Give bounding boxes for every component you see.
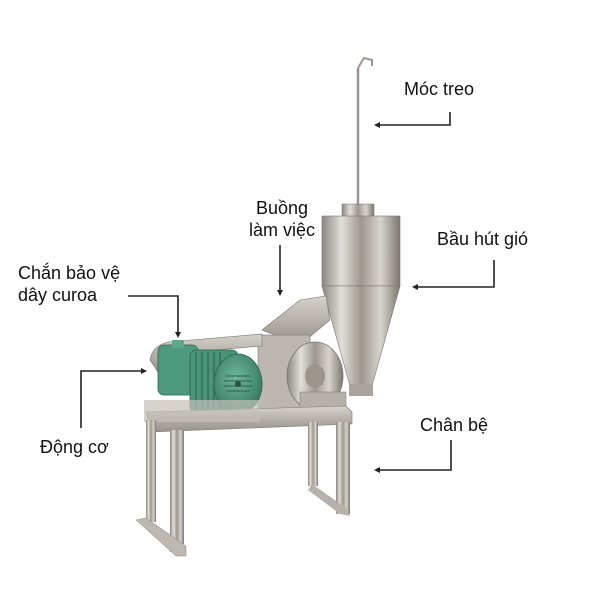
label-working-chamber-line1: Buồng xyxy=(255,198,309,218)
leader-arrowheads xyxy=(141,122,418,473)
cyclone xyxy=(321,203,401,396)
label-working-chamber-line2: làm việc xyxy=(248,220,315,240)
leader-lines xyxy=(80,112,495,471)
label-cyclone: Bầu hút gió xyxy=(437,229,529,249)
label-motor: Động cơ xyxy=(40,437,109,457)
label-hook: Móc treo xyxy=(404,79,475,99)
working-chamber xyxy=(257,295,347,416)
base-stand xyxy=(135,400,353,557)
hook-rod xyxy=(356,56,373,205)
label-base: Chân bệ xyxy=(420,415,489,435)
label-working-chamber: Buồng làm việc xyxy=(226,197,338,241)
label-belt-guard-line1: Chắn bảo vệ xyxy=(18,263,121,283)
label-belt-guard: Chắn bảo vệ dây curoa xyxy=(18,262,120,306)
label-belt-guard-line2: dây curoa xyxy=(18,285,98,305)
